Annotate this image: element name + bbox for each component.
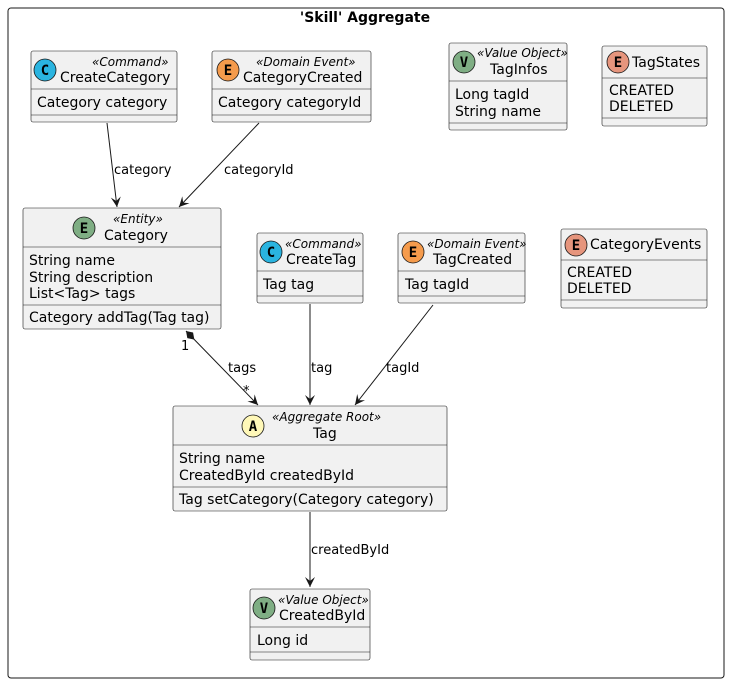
class-category-events[interactable]: E CategoryEvents CREATED DELETED [560, 228, 708, 309]
class-field: Tag tag [262, 277, 314, 293]
aggregate-root-badge-icon [241, 414, 265, 438]
badge-letter: C [267, 245, 275, 261]
class-created-by-id[interactable]: V «Value Object» CreatedById Long id [249, 588, 371, 661]
badge-letter: E [80, 221, 88, 237]
class-tag-states[interactable]: E TagStates CREATED DELETED [601, 45, 708, 127]
enum-value: CREATED [609, 83, 674, 99]
class-category-created[interactable]: E «Domain Event» CategoryCreated Categor… [211, 50, 372, 123]
class-name: Category [104, 228, 168, 244]
class-stereotype: «Command» [285, 237, 362, 251]
class-create-tag[interactable]: C «Command» CreateTag Tag tag [256, 232, 364, 304]
edge-createcategory-category [106, 122, 121, 208]
edge-multiplicity-from: 1 [181, 339, 189, 354]
package-frame: 'Skill' Aggregate [7, 7, 725, 679]
class-field: String name [29, 253, 115, 269]
domain-event-badge-icon [401, 240, 425, 264]
enum-badge-icon [606, 50, 630, 74]
class-name: CreateCategory [60, 70, 170, 86]
badge-letter: C [41, 63, 49, 79]
command-badge-icon [259, 240, 283, 264]
badge-letter: E [224, 63, 232, 79]
edge-multiplicity-to: * [243, 384, 250, 399]
edge-label-tags: tags [228, 361, 256, 376]
enum-value: DELETED [609, 99, 673, 115]
domain-event-badge-icon [216, 58, 240, 82]
class-field: Category categoryId [218, 95, 361, 111]
class-field: Long id [257, 633, 308, 649]
badge-letter: E [409, 245, 417, 261]
class-stereotype: «Value Object» [278, 593, 369, 607]
edge-label-category: category [114, 163, 172, 178]
class-method: Category addTag(Tag tag) [29, 310, 209, 326]
class-stereotype: «Domain Event» [427, 237, 527, 251]
class-method: Tag setCategory(Category category) [178, 492, 434, 508]
enum-value: DELETED [567, 281, 631, 297]
class-tag-infos[interactable]: V «Value Object» TagInfos Long tagId Str… [448, 42, 568, 131]
edge-category-tag-composition [185, 330, 259, 406]
class-field: Category category [37, 95, 167, 111]
package-title: 'Skill' Aggregate [300, 10, 430, 26]
class-tag[interactable]: A «Aggregate Root» Tag String name Creat… [172, 405, 448, 512]
class-category[interactable]: E «Entity» Category String name String d… [22, 207, 222, 330]
badge-letter: V [260, 601, 269, 617]
enum-value: CREATED [567, 265, 632, 281]
class-name: TagStates [631, 55, 700, 71]
badge-letter: E [614, 55, 622, 71]
class-stereotype: «Domain Event» [256, 55, 356, 69]
enum-badge-icon [564, 233, 588, 257]
class-name: Tag [312, 426, 337, 442]
class-name: CreatedById [279, 608, 365, 624]
edge-label-tagid: tagId [386, 361, 419, 376]
edge-categorycreated-category [178, 122, 260, 208]
edge-label-categoryid: categoryId [224, 163, 294, 178]
class-tag-created[interactable]: E «Domain Event» TagCreated Tag tagId [397, 232, 527, 304]
class-stereotype: «Value Object» [477, 46, 568, 60]
class-field: Long tagId [455, 87, 529, 103]
class-field: Tag tagId [404, 277, 469, 293]
value-object-badge-icon [252, 596, 276, 620]
class-stereotype: «Aggregate Root» [272, 410, 381, 424]
entity-badge-icon [72, 216, 96, 240]
class-name: TagCreated [432, 252, 512, 268]
badge-letter: V [460, 55, 469, 71]
badge-letter: A [249, 419, 258, 435]
class-name: CategoryEvents [590, 237, 701, 253]
edge-label-tag: tag [311, 361, 332, 376]
class-field: String name [179, 451, 265, 467]
edge-label-createdbyid: createdById [311, 543, 389, 558]
class-field: String description [29, 270, 153, 286]
class-field: String name [455, 104, 541, 120]
class-stereotype: «Entity» [113, 212, 163, 226]
class-field: CreatedById createdById [179, 468, 354, 484]
relations: category categoryId tags 1 * tag tagId c… [106, 122, 434, 587]
class-field: List<Tag> tags [29, 286, 135, 302]
badge-letter: E [572, 238, 580, 254]
command-badge-icon [33, 58, 57, 82]
class-name: CreateTag [286, 252, 356, 268]
edge-tagcreated-tag [354, 304, 434, 406]
class-name: CategoryCreated [243, 70, 362, 86]
value-object-badge-icon [452, 50, 476, 74]
class-stereotype: «Command» [92, 55, 169, 69]
class-create-category[interactable]: C «Command» CreateCategory Category cate… [30, 50, 178, 123]
class-name: TagInfos [489, 62, 548, 78]
